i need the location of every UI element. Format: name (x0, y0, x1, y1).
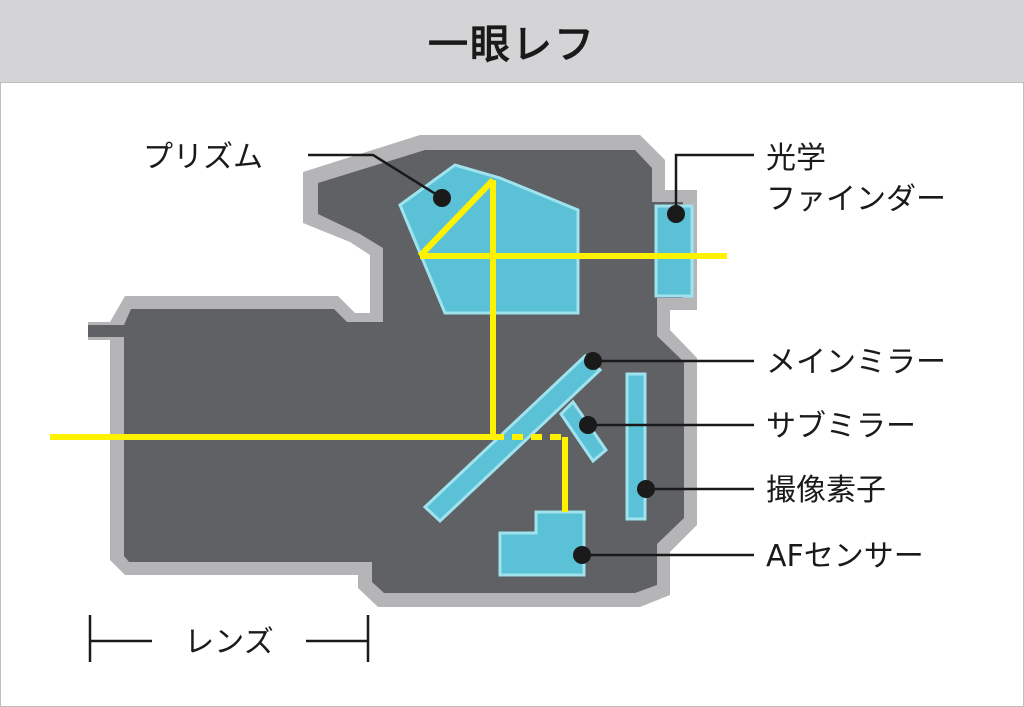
optical-finder-eyepiece (654, 204, 694, 298)
lens-label: レンズ (184, 625, 273, 660)
page-title: 一眼レフ (428, 22, 596, 68)
callout-lines (308, 153, 754, 557)
lens-bracket (88, 615, 370, 662)
image-sensor (625, 372, 647, 521)
image-sensor-label: 撮像素子 (766, 473, 886, 508)
title-bar: 一眼レフ (0, 0, 1024, 83)
image-sensor-dot (637, 480, 655, 498)
optical-finder-label-line1: 光学 (766, 141, 826, 176)
optical-finder-label-line2: ファインダー (766, 182, 946, 217)
af-sensor (498, 510, 586, 577)
main-mirror-label: メインミラー (766, 345, 946, 380)
callout-dots (433, 189, 685, 564)
finder-leader (674, 153, 754, 214)
main-mirror-dot (584, 352, 602, 370)
prism-leader (308, 153, 443, 200)
prism-label: プリズム (143, 140, 263, 175)
prism-dot (433, 189, 451, 207)
af-sensor-label: AFセンサー (766, 539, 924, 574)
light-path (50, 177, 727, 512)
finder-dot (667, 205, 685, 223)
af-sensor-dot (573, 546, 591, 564)
sub-mirror-label: サブミラー (766, 409, 916, 444)
sub-mirror-dot (579, 416, 597, 434)
light-path-prism-diagonal (417, 177, 496, 259)
